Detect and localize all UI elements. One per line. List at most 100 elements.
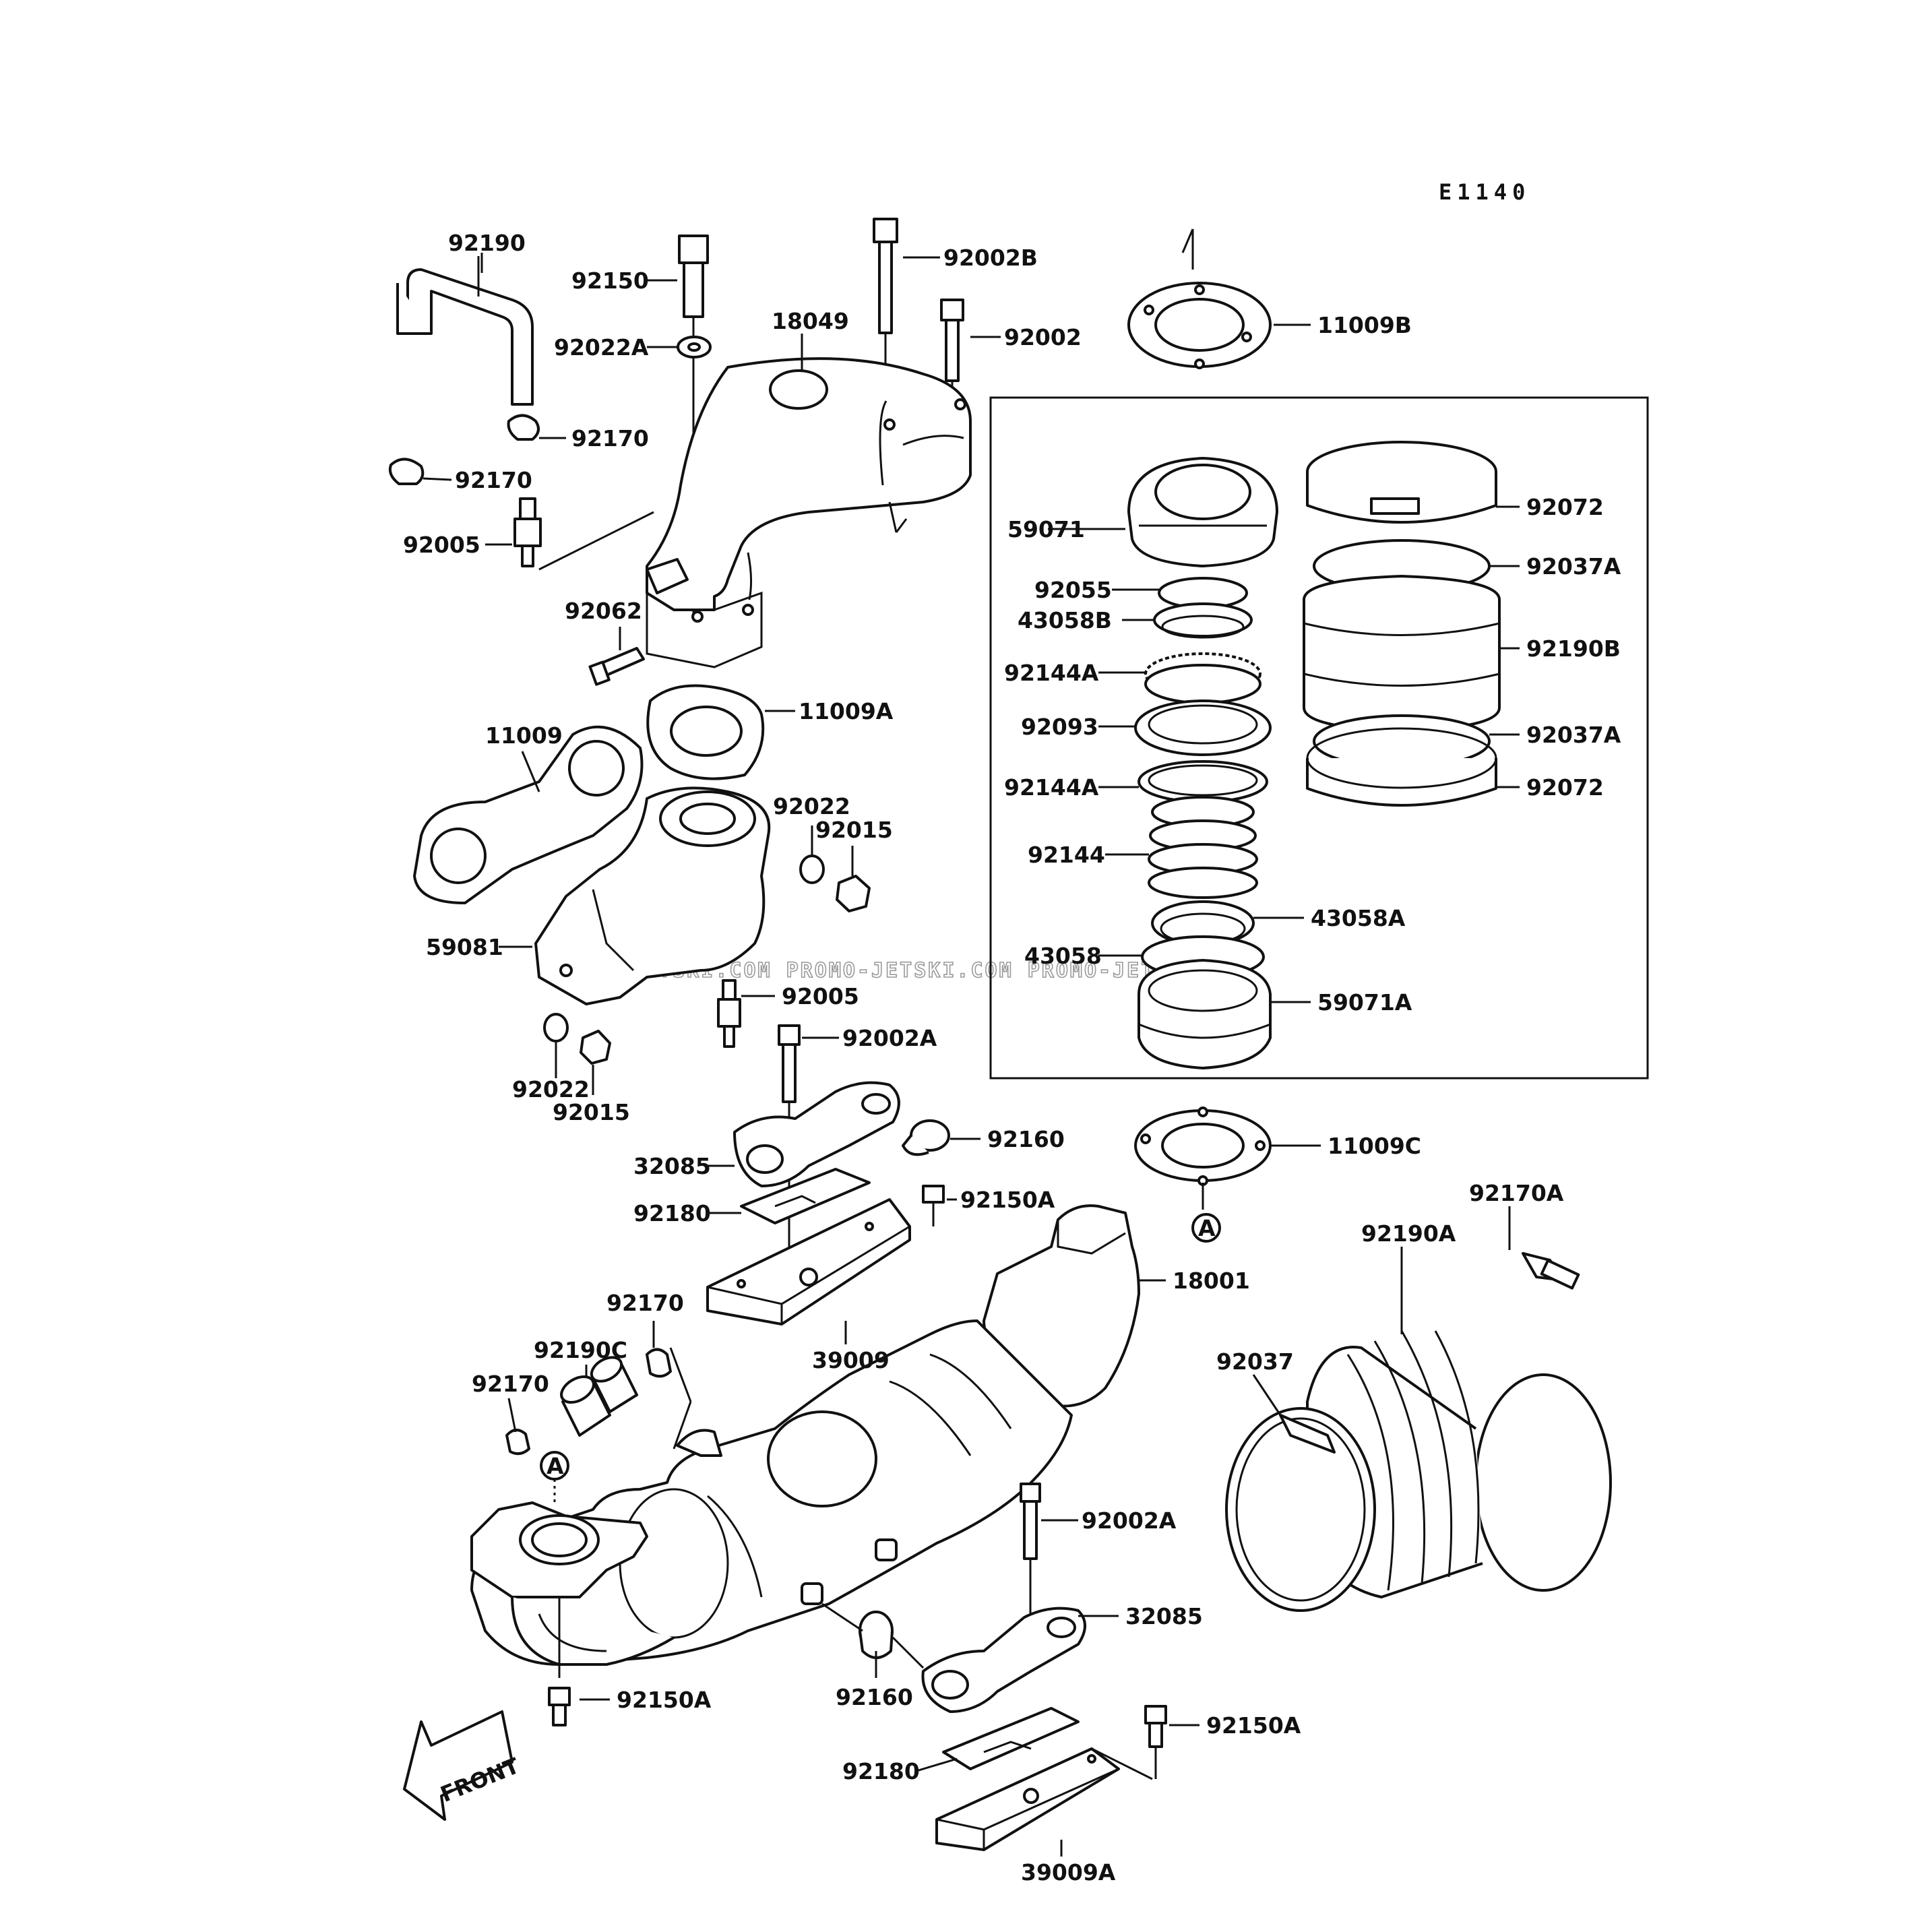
label-92150A-right: 92150A [1206, 1712, 1301, 1739]
label-59081: 59081 [426, 934, 503, 960]
label-18049: 18049 [772, 308, 849, 334]
clamp-92170-low[interactable] [505, 1429, 530, 1456]
label-92170A: 92170A [1469, 1180, 1564, 1206]
label-11009: 11009 [485, 722, 563, 749]
housing-59071A[interactable] [1138, 959, 1272, 1069]
clamp-92170-top[interactable] [507, 414, 540, 441]
band-92072-top[interactable] [1306, 441, 1497, 524]
bolt-92150A-top[interactable] [922, 1185, 945, 1226]
clamp-92170A[interactable] [1522, 1252, 1580, 1290]
exhaust-elbow[interactable] [470, 1501, 675, 1678]
marker-a-left-label: A [547, 1453, 564, 1479]
gasket-11009[interactable] [413, 725, 644, 904]
gasket-11009C[interactable] [1134, 1107, 1272, 1210]
label-92180-bottom: 92180 [842, 1758, 920, 1784]
label-18001: 18001 [1173, 1268, 1250, 1294]
label-43058A: 43058A [1311, 905, 1406, 931]
label-92170-top: 92170 [571, 425, 649, 451]
exhaust-pipe-59081[interactable] [534, 786, 771, 1005]
label-92144: 92144 [1028, 842, 1105, 868]
reference-marker-a-left: A [540, 1451, 569, 1503]
label-92170-low: 92170 [472, 1371, 549, 1397]
bracket-32085-top[interactable] [733, 1081, 900, 1187]
bolt-92150A-left[interactable] [548, 1687, 571, 1726]
label-92062: 92062 [565, 598, 642, 624]
label-92055: 92055 [1034, 577, 1112, 603]
mount-39009[interactable] [706, 1198, 911, 1326]
muffler-18001[interactable] [470, 1204, 1140, 1666]
label-92170-left: 92170 [455, 467, 532, 493]
clamp-92170-left[interactable] [388, 458, 425, 485]
label-92190C: 92190C [534, 1337, 627, 1363]
nut-92015-right[interactable] [836, 875, 871, 912]
exhaust-cover-18049[interactable] [646, 357, 972, 668]
callouts: 92190 92150 92002B 92002 92022A 18049 11… [403, 230, 1621, 1886]
label-92037: 92037 [1216, 1348, 1294, 1375]
label-92072-bottom: 92072 [1526, 774, 1604, 801]
plate-92180-bottom[interactable] [942, 1707, 1080, 1770]
nut-92015-bottom[interactable] [580, 1030, 611, 1065]
front-arrow-icon: FRONT [403, 1710, 523, 1821]
label-11009C: 11009C [1328, 1133, 1421, 1159]
assembly-box [989, 396, 1649, 1080]
hose-92190[interactable] [396, 256, 534, 406]
label-92190A: 92190A [1361, 1220, 1456, 1247]
label-92144A-top: 92144A [1004, 660, 1099, 686]
label-11009A: 11009A [799, 698, 894, 724]
snap-ring-92144A-bottom[interactable] [1138, 760, 1268, 803]
label-43058: 43058 [1024, 943, 1102, 969]
label-92037A-top: 92037A [1526, 553, 1621, 580]
label-92022A: 92022A [554, 334, 649, 361]
bolt-92150A-right[interactable] [1144, 1705, 1167, 1779]
collar-92160-top[interactable] [902, 1119, 950, 1156]
label-92093: 92093 [1021, 714, 1098, 740]
washer-92022A[interactable] [677, 336, 712, 359]
bracket-32085-bottom[interactable] [921, 1607, 1086, 1713]
gasket-11009A[interactable] [646, 684, 765, 780]
bolt-92002A-bottom[interactable] [1020, 1483, 1041, 1617]
label-92150A-top: 92150A [960, 1187, 1055, 1213]
washer-92022-right[interactable] [799, 854, 825, 884]
label-92190B: 92190B [1526, 635, 1621, 662]
marker-a-label: A [1198, 1215, 1216, 1241]
label-92005-top: 92005 [403, 532, 480, 558]
ring-43058B[interactable] [1153, 602, 1253, 639]
spring-92144[interactable] [1148, 796, 1258, 899]
label-92022-right: 92022 [773, 793, 850, 819]
label-92190: 92190 [448, 230, 526, 256]
plug-92062[interactable] [588, 647, 645, 686]
label-92072-top: 92072 [1526, 494, 1604, 520]
label-43058B: 43058B [1018, 607, 1112, 633]
label-39009A: 39009A [1021, 1859, 1116, 1886]
reference-marker-a-right: A [1191, 1213, 1221, 1243]
plate-92180-top[interactable] [740, 1168, 871, 1224]
label-92037A-bottom: 92037A [1526, 722, 1621, 748]
hose-92190B[interactable] [1303, 575, 1501, 733]
clamp-92170-mid[interactable] [646, 1347, 692, 1450]
label-32085-top: 32085 [633, 1153, 711, 1179]
fitting-muffler[interactable] [676, 1429, 722, 1457]
label-92015-bottom: 92015 [553, 1099, 630, 1125]
label-92002: 92002 [1004, 324, 1082, 350]
bolt-92002[interactable] [940, 299, 964, 398]
fitting-92005-top[interactable] [513, 497, 654, 571]
label-92005-mid: 92005 [782, 983, 859, 1009]
washer-92093[interactable] [1134, 699, 1272, 756]
fitting-92005-mid[interactable] [717, 979, 741, 1048]
label-92180-top: 92180 [633, 1200, 711, 1226]
washer-92022-bottom[interactable] [543, 1013, 569, 1042]
housing-59071[interactable] [1127, 457, 1278, 567]
gasket-11009B[interactable] [1127, 282, 1272, 369]
clamp-92037[interactable] [1225, 1407, 1376, 1612]
label-92022-bottom: 92022 [512, 1076, 590, 1102]
snap-ring-92144A-top[interactable] [1144, 652, 1261, 704]
hose-92190C[interactable] [557, 1352, 638, 1437]
diagram-code: E1140 [1439, 179, 1530, 205]
mount-39009A[interactable] [935, 1747, 1153, 1851]
label-11009B: 11009B [1317, 312, 1412, 338]
collar-92160-bottom[interactable] [821, 1602, 925, 1669]
band-92072-bottom[interactable] [1306, 727, 1497, 807]
label-92002B: 92002B [943, 245, 1038, 271]
